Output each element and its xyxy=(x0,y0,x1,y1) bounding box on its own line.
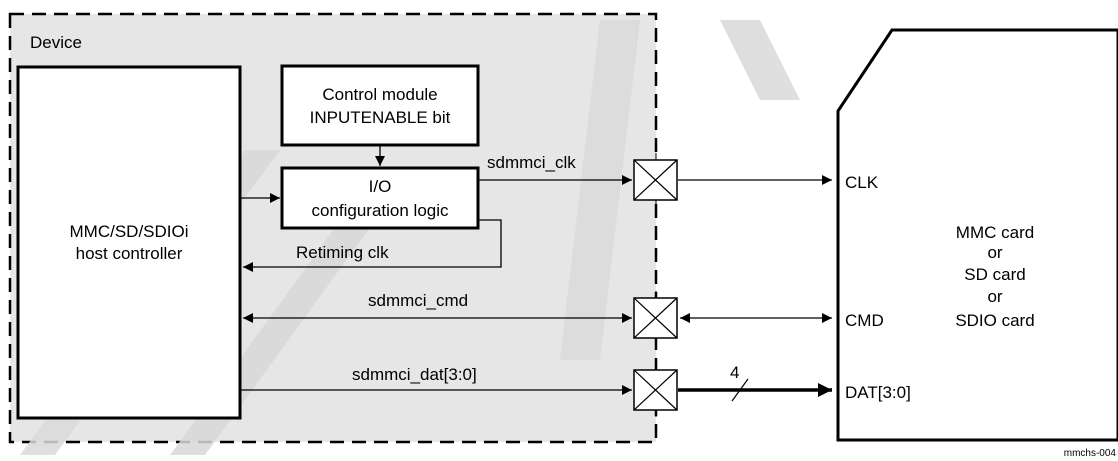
pad-cell-cmd xyxy=(633,291,678,345)
host-controller-box xyxy=(16,65,242,420)
bus-width-slash xyxy=(731,378,749,402)
cmd-signal-label: sdmmci_cmd xyxy=(368,291,468,310)
card-type-line1: MMC card xyxy=(956,223,1034,242)
retiming-clk-line xyxy=(243,219,502,272)
card-type-line4: or xyxy=(987,287,1002,306)
dat-signal-label: sdmmci_dat[3:0] xyxy=(352,365,477,384)
io-logic-line1: I/O xyxy=(369,177,392,196)
host-controller-line1: MMC/SD/SDIOi xyxy=(70,222,189,241)
clk-signal-label: sdmmci_clk xyxy=(487,153,576,172)
device-label: Device xyxy=(30,33,82,52)
pad-cell-dat xyxy=(633,363,678,417)
io-logic-line2: configuration logic xyxy=(311,201,449,220)
card-pin-cmd: CMD xyxy=(845,311,884,330)
bus-width-label: 4 xyxy=(730,363,739,382)
control-module-line1: Control module xyxy=(322,85,437,104)
retiming-clk-label: Retiming clk xyxy=(296,243,389,262)
card-outline xyxy=(836,28,1118,442)
card-type-line2: or xyxy=(987,243,1002,262)
control-module-line2: INPUTENABLE bit xyxy=(310,108,451,127)
io-logic-box xyxy=(280,166,480,230)
control-module-box xyxy=(280,64,480,147)
card-type-line5: SDIO card xyxy=(955,311,1034,330)
card-pin-dat: DAT[3:0] xyxy=(845,383,911,402)
figure-id: mmchs-004 xyxy=(1064,448,1117,459)
pad-cell-clk xyxy=(633,153,678,207)
card-type-line3: SD card xyxy=(964,265,1025,284)
host-controller-line2: host controller xyxy=(76,244,183,263)
card-pin-clk: CLK xyxy=(845,173,879,192)
